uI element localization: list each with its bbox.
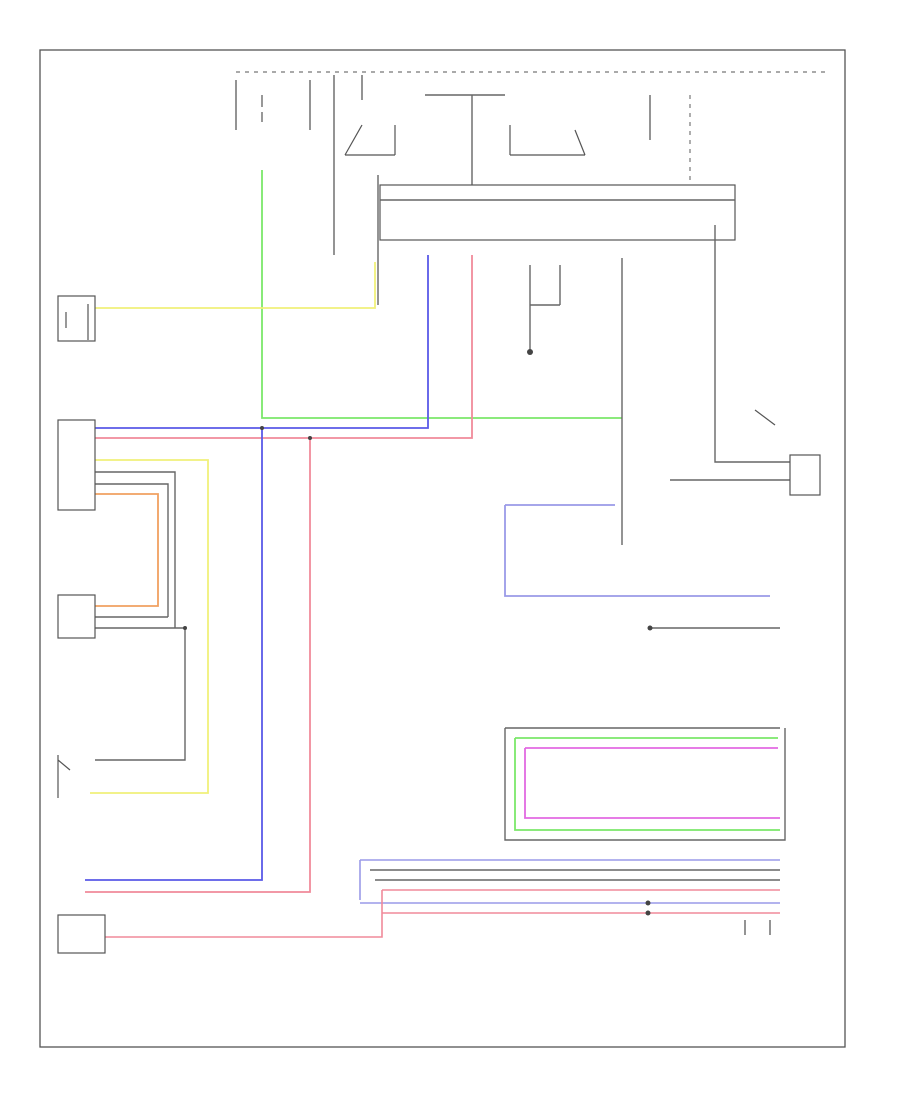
switch-return-wire xyxy=(714,225,790,463)
splice-ground xyxy=(183,626,187,630)
gray-wiring xyxy=(95,225,790,935)
relay-switch xyxy=(344,124,396,156)
engine-coolant-sensor xyxy=(57,755,71,798)
splice-pink xyxy=(308,436,312,440)
ac-control-unit-box xyxy=(57,419,96,511)
blue-bus-wire xyxy=(359,859,780,904)
orange-wire xyxy=(95,493,159,607)
colored-wires xyxy=(85,170,780,938)
pink-wire-down xyxy=(85,438,311,893)
ground-point xyxy=(527,349,533,355)
ecm-harness-box xyxy=(504,727,786,841)
pink-wire-top xyxy=(95,255,473,439)
ac-switch xyxy=(754,409,776,426)
diagram-border xyxy=(39,49,846,1048)
magenta-wire xyxy=(524,747,780,819)
green-wire xyxy=(261,170,622,419)
refrigerant-pressure-sensor xyxy=(57,594,96,639)
compressor-relay-box xyxy=(57,295,96,342)
ground-leads xyxy=(744,920,771,935)
pink-bus-wire xyxy=(105,889,780,938)
splice-blue xyxy=(260,426,264,430)
cooling-fan-relay xyxy=(789,454,821,496)
power-supply-section xyxy=(235,71,830,355)
green-wire-right xyxy=(514,737,780,831)
blue-wire-down xyxy=(85,428,263,881)
sensor-signal-wires xyxy=(95,471,176,628)
blue-wire-top xyxy=(95,255,429,429)
ecm-node-1 xyxy=(645,900,651,906)
sensor-ground-wire xyxy=(95,627,186,761)
lavender-wire xyxy=(504,504,770,597)
yellow-wire-left xyxy=(90,459,209,794)
ecm-node-2 xyxy=(645,910,651,916)
components xyxy=(57,295,821,954)
ignition-switch-box xyxy=(57,914,106,954)
ignition-relay-switch xyxy=(509,125,586,156)
can-bus-wires xyxy=(370,869,780,881)
control-module-box xyxy=(379,184,736,241)
compressor-relay-coil xyxy=(65,304,89,340)
pressure-switch-node xyxy=(647,625,653,631)
yellow-wire-top xyxy=(95,262,376,309)
